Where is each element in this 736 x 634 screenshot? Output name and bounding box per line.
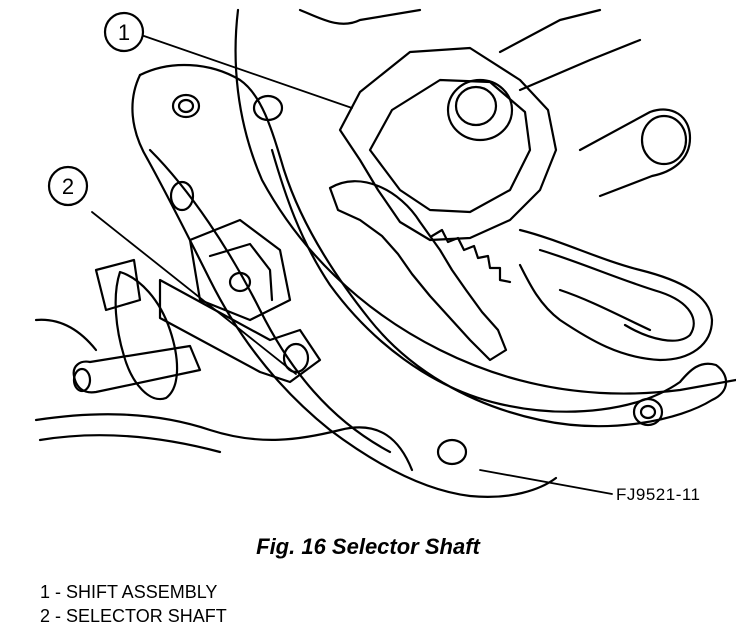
plate-hole-lower [436, 438, 468, 466]
plate-hole-right [632, 397, 664, 427]
legend: 1 - SHIFT ASSEMBLY 2 - SELECTOR SHAFT [40, 580, 227, 628]
plate-lower-edge [131, 73, 558, 498]
linkage-lines [518, 228, 714, 362]
plate-rib [148, 148, 392, 454]
shift-rail [498, 8, 602, 54]
selector-housing [188, 218, 292, 322]
selector-shaft-pin [282, 342, 310, 374]
callout-2-number: 2 [62, 174, 74, 199]
base-left [34, 318, 98, 352]
shift-assembly-body [338, 46, 558, 242]
linkage-detail [558, 288, 652, 332]
right-rail-rod [578, 108, 692, 198]
base-outline-2 [38, 434, 222, 454]
selector-shaft-bracket [94, 258, 142, 312]
legend-item-1: 1 - SHIFT ASSEMBLY [40, 582, 218, 602]
gear-segment [328, 180, 508, 362]
figure-caption: Fig. 16 Selector Shaft [256, 534, 480, 559]
plate-hole-mid [252, 94, 284, 122]
plate-hole-left [169, 180, 195, 212]
mounting-plate [138, 63, 728, 428]
base-outline [34, 413, 414, 472]
selector-shaft [72, 344, 202, 394]
selector-shaft-drawing: 1 2 FJ9521-11 [34, 8, 736, 504]
plate-hole-right-inner [639, 404, 657, 420]
selector-shaft-flange [114, 270, 179, 401]
linkage-inner [538, 248, 695, 342]
selector-housing-detail [208, 242, 274, 302]
technical-illustration: 1 2 FJ9521-11 [34, 8, 736, 504]
legend-item-2: 2 - SELECTOR SHAFT [40, 606, 227, 626]
figure-code: FJ9521-11 [616, 485, 701, 504]
case-top-edge [298, 8, 422, 25]
leader-line-2 [91, 211, 297, 375]
callout-1-circle [103, 11, 145, 53]
shift-rail-end-inner [454, 85, 498, 127]
gear-teeth [430, 228, 512, 284]
shift-rail-end [446, 78, 514, 142]
plate-hole-upper [171, 93, 201, 119]
selector-housing-hole [228, 271, 252, 293]
selector-shaft-lever [158, 278, 322, 384]
callout-1-number: 1 [118, 20, 130, 45]
callout-2-circle [47, 165, 89, 207]
selector-shaft-end [72, 367, 92, 393]
leader-line-1 [143, 35, 353, 109]
right-rail-rod-end [640, 114, 688, 166]
leader-line-code [479, 469, 613, 495]
shift-assembly-face [368, 78, 532, 214]
plate-hole-upper-inner [177, 98, 195, 114]
shift-rail-lower [518, 38, 642, 92]
case-outline [234, 8, 736, 395]
